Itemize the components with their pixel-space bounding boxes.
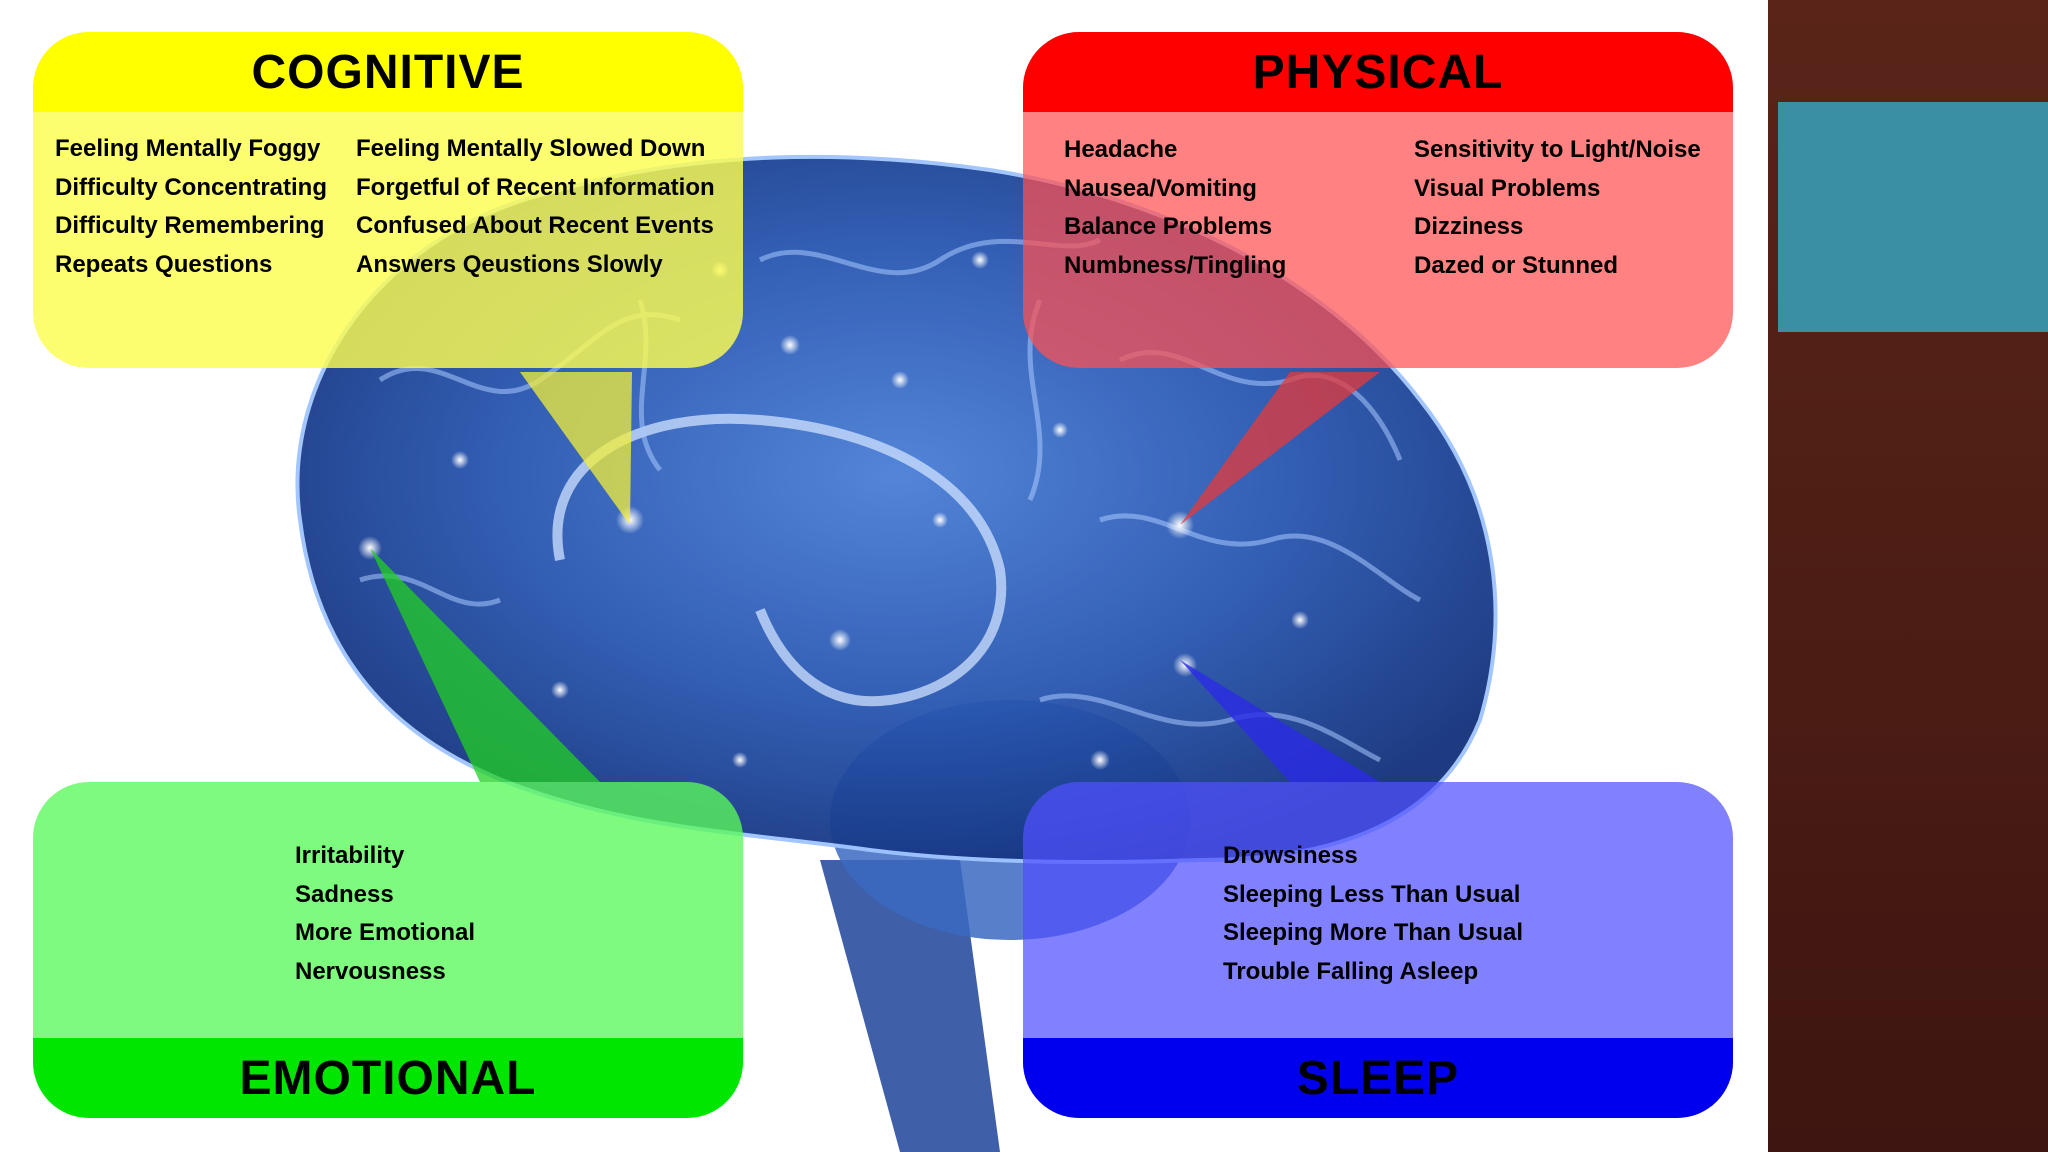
list-item: Sadness — [295, 880, 394, 908]
cognitive-pointer — [520, 372, 632, 525]
list-item: Dazed or Stunned — [1414, 251, 1619, 279]
accent-block — [1778, 102, 2048, 332]
emotional-column: Irritability Sadness More Emotional Nerv… — [295, 837, 475, 991]
list-item: Trouble Falling Asleep — [1223, 957, 1479, 985]
physical-panel: PHYSICAL Headache Nausea/Vomiting Balanc… — [1023, 32, 1733, 368]
emotional-pointer — [370, 548, 600, 782]
emotional-title: EMOTIONAL — [33, 1038, 743, 1118]
physical-left-column: Headache Nausea/Vomiting Balance Problem… — [1064, 131, 1286, 285]
list-item: Forgetful of Recent Information — [356, 173, 715, 201]
physical-pointer — [1180, 372, 1380, 525]
emotional-list: Irritability Sadness More Emotional Nerv… — [33, 782, 743, 1038]
sleep-title: SLEEP — [1023, 1038, 1733, 1118]
list-item: Numbness/Tingling — [1064, 251, 1287, 279]
list-item: Sleeping Less Than Usual — [1223, 880, 1521, 908]
list-item: Answers Qeustions Slowly — [356, 250, 663, 278]
list-item: Difficulty Remembering — [55, 212, 325, 239]
sleep-list: Drowsiness Sleeping Less Than Usual Slee… — [1023, 782, 1733, 1038]
emotional-panel: Irritability Sadness More Emotional Nerv… — [33, 782, 743, 1118]
list-item: Irritability — [295, 842, 405, 869]
cognitive-left-column: Feeling Mentally Foggy Difficulty Concen… — [55, 130, 327, 284]
list-item: Visual Problems — [1414, 174, 1601, 202]
sleep-panel: Drowsiness Sleeping Less Than Usual Slee… — [1023, 782, 1733, 1118]
list-item: Nervousness — [295, 957, 446, 985]
symptom-diagram: COGNITIVE Feeling Mentally Foggy Difficu… — [0, 0, 1768, 1152]
sleep-pointer — [1180, 660, 1380, 782]
list-item: Feeling Mentally Foggy — [55, 135, 321, 162]
list-item: More Emotional — [295, 919, 476, 946]
list-item: Feeling Mentally Slowed Down — [356, 135, 706, 162]
physical-title: PHYSICAL — [1023, 32, 1733, 112]
cognitive-title: COGNITIVE — [33, 32, 743, 112]
cognitive-panel: COGNITIVE Feeling Mentally Foggy Difficu… — [33, 32, 743, 368]
cognitive-list: Feeling Mentally Foggy Difficulty Concen… — [33, 112, 743, 368]
list-item: Confused About Recent Events — [356, 212, 714, 239]
list-item: Drowsiness — [1223, 842, 1358, 869]
list-item: Repeats Questions — [55, 250, 273, 278]
list-item: Difficulty Concentrating — [55, 173, 328, 201]
list-item: Sensitivity to Light/Noise — [1414, 136, 1701, 163]
sleep-column: Drowsiness Sleeping Less Than Usual Slee… — [1223, 837, 1523, 991]
physical-right-column: Sensitivity to Light/Noise Visual Proble… — [1414, 131, 1701, 285]
list-item: Balance Problems — [1064, 213, 1273, 240]
cognitive-right-column: Feeling Mentally Slowed Down Forgetful o… — [356, 130, 715, 284]
list-item: Headache — [1064, 136, 1178, 163]
limbic-curve — [552, 413, 1007, 707]
physical-list: Headache Nausea/Vomiting Balance Problem… — [1023, 112, 1733, 368]
list-item: Sleeping More Than Usual — [1223, 919, 1524, 946]
list-item: Nausea/Vomiting — [1064, 174, 1257, 202]
list-item: Dizziness — [1414, 213, 1524, 240]
